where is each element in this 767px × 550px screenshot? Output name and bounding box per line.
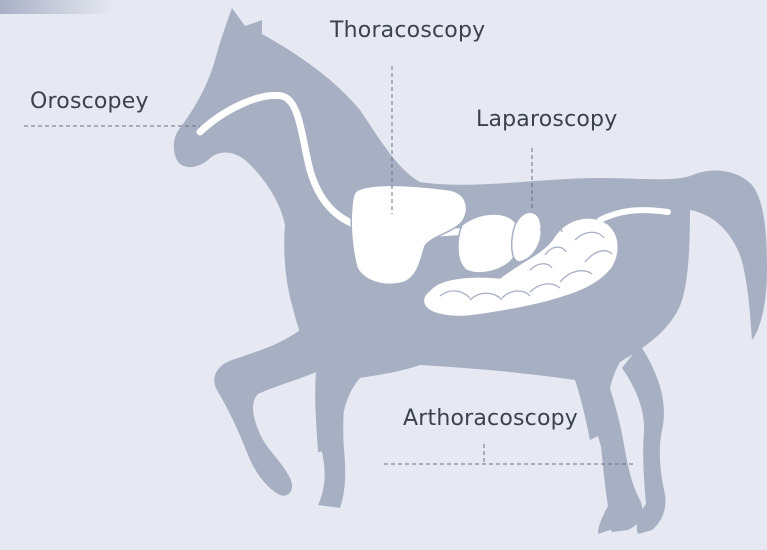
label-arthoracoscopy: Arthoracoscopy [403, 406, 578, 431]
horse-foreleg-raised [214, 330, 325, 496]
label-thoracoscopy: Thoracoscopy [330, 18, 485, 43]
label-laparoscopy: Laparoscopy [476, 107, 617, 132]
label-oroscopey: Oroscopey [30, 89, 149, 114]
horse-foreleg-standing [318, 365, 350, 508]
